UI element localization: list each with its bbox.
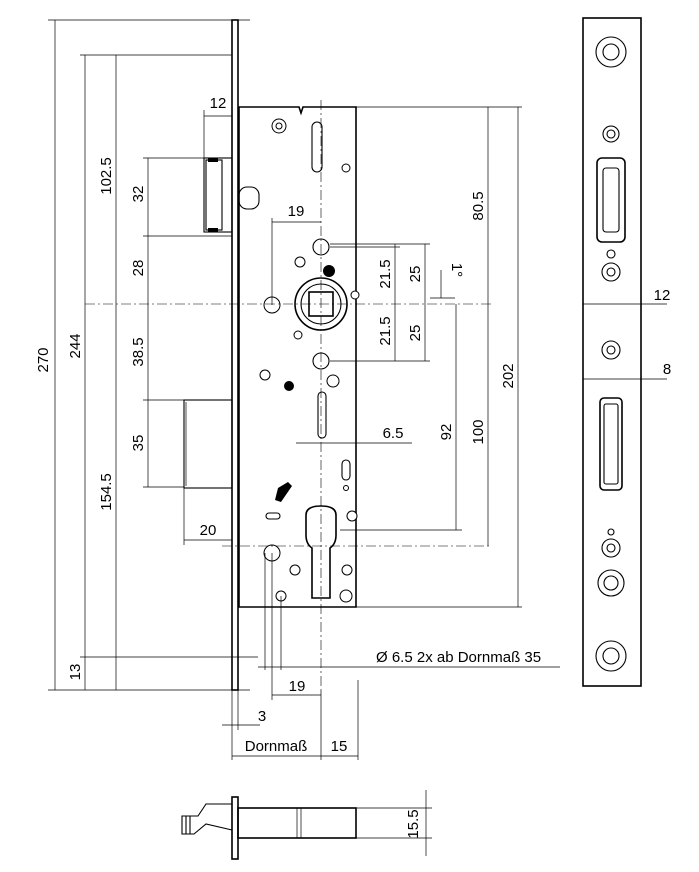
center-lines bbox=[85, 100, 492, 690]
bottom-view bbox=[181, 790, 432, 860]
dim-faceplate-bolt-projection: 8 bbox=[663, 361, 671, 378]
bottom-dimensions bbox=[222, 553, 560, 760]
dim-slot-width: 6.5 bbox=[383, 425, 404, 442]
dim-latch-projection: 12 bbox=[210, 95, 227, 112]
dim-top-case: 80.5 bbox=[470, 191, 487, 220]
dim-lever-upper: 21.5 bbox=[377, 259, 394, 288]
fixing-holes-note: Ø 6.5 2x ab Dornmaß 35 bbox=[376, 649, 541, 666]
dim-spindle-to-deadbolt: 38.5 bbox=[130, 337, 147, 366]
dim-faceplate-latch-projection: 12 bbox=[654, 287, 671, 304]
left-dimensions bbox=[48, 19, 258, 691]
dim-bottom-view-thickness: 15.5 bbox=[405, 809, 422, 838]
lock-case bbox=[238, 106, 360, 608]
latch-bolt bbox=[203, 157, 260, 233]
dim-bottom-offset: 13 bbox=[67, 664, 84, 681]
dim-spindle-to-cylinder: 92 bbox=[438, 424, 455, 441]
faceplate-side-view bbox=[582, 17, 667, 687]
dim-deadbolt-height: 35 bbox=[130, 435, 147, 452]
dim-bottom-spacing: 19 bbox=[289, 678, 306, 695]
right-dimensions bbox=[271, 106, 522, 608]
dim-deadbolt-to-bottom: 154.5 bbox=[98, 473, 115, 511]
dim-case-height: 202 bbox=[500, 363, 517, 388]
dim-latch-to-spindle: 28 bbox=[130, 260, 147, 277]
dim-latch-height: 32 bbox=[130, 186, 147, 203]
dim-angle: 1° bbox=[448, 263, 465, 277]
dim-deadbolt-projection: 20 bbox=[200, 522, 217, 539]
dim-backset-label: Dornmaß bbox=[245, 738, 308, 755]
dim-latch-offset: 102.5 bbox=[98, 157, 115, 195]
dim-cylinder-distance: 100 bbox=[470, 419, 487, 444]
dim-spindle-offset: 19 bbox=[288, 203, 305, 220]
dim-lever-lower: 21.5 bbox=[377, 316, 394, 345]
dim-lower-pitch: 25 bbox=[407, 325, 424, 342]
dim-upper-pitch: 25 bbox=[407, 266, 424, 283]
dim-faceplate-length: 244 bbox=[67, 333, 84, 358]
faceplate bbox=[231, 19, 239, 691]
dim-faceplate-step: 3 bbox=[258, 708, 266, 725]
dim-backset-extra: 15 bbox=[331, 738, 348, 755]
dim-lock-height: 270 bbox=[35, 347, 52, 372]
dead-bolt bbox=[183, 399, 233, 489]
